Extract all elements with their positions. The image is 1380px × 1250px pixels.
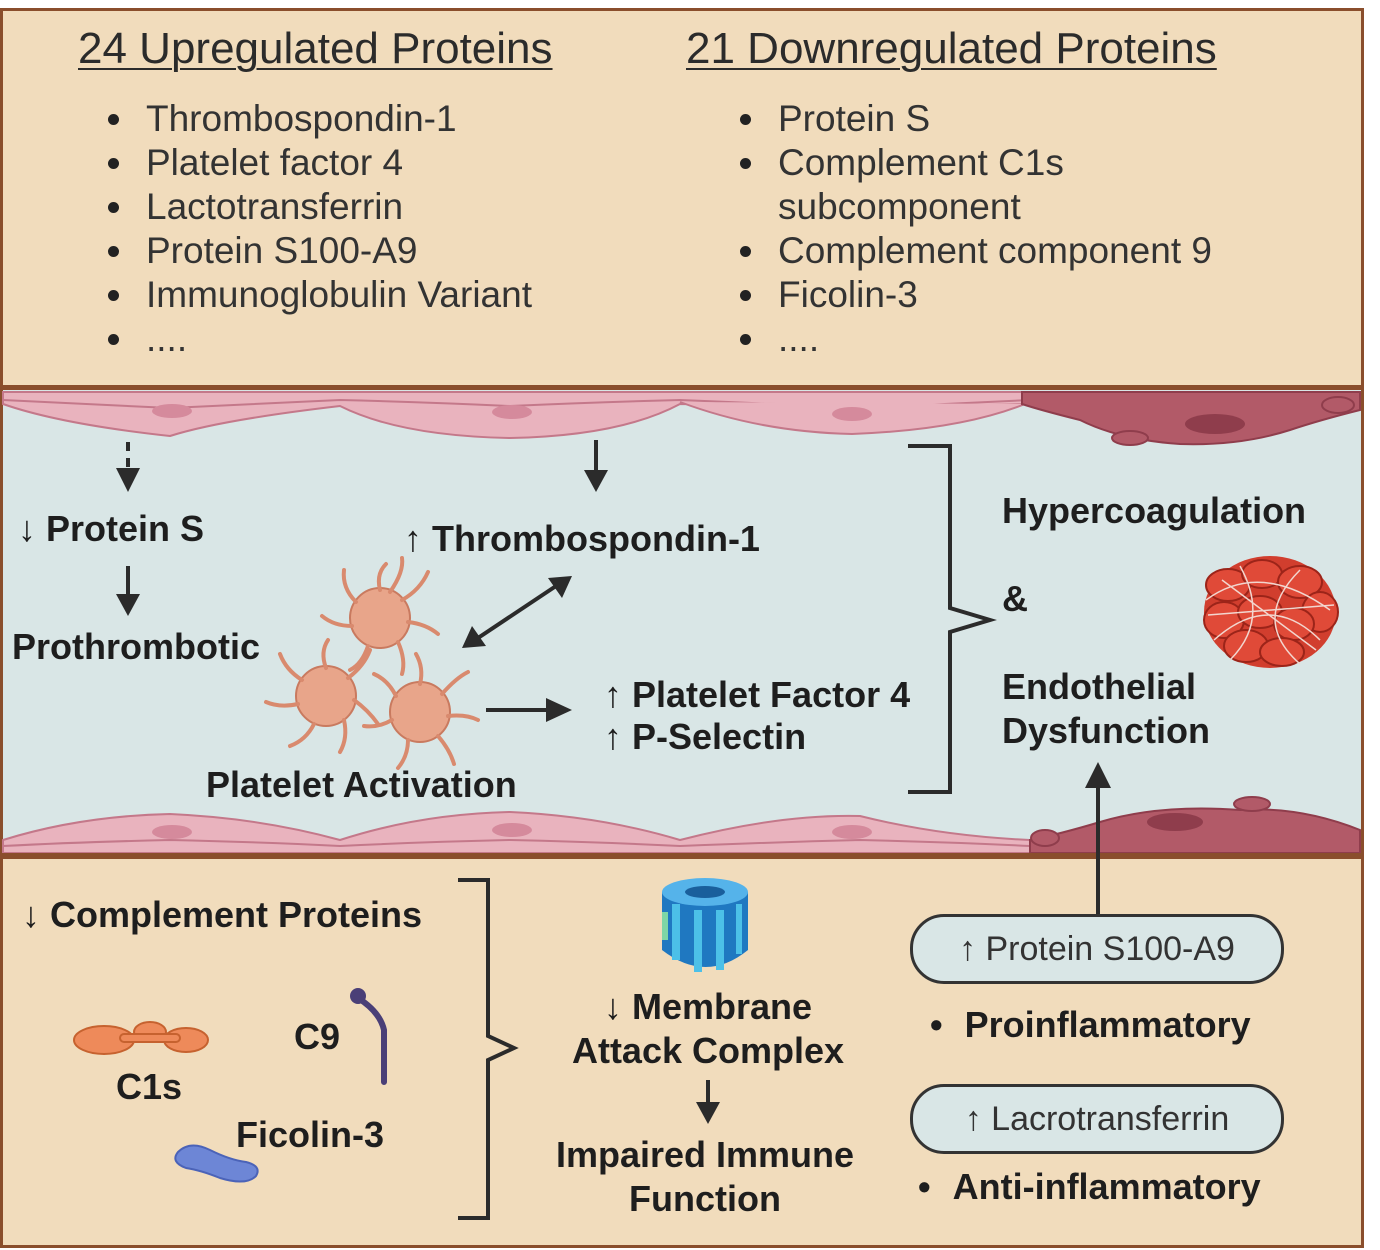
list-item: Platelet factor 4 <box>102 141 532 185</box>
protein-s100-a9-pill: ↑ Protein S100-A9 <box>910 914 1284 984</box>
c9-label: C9 <box>294 1016 341 1057</box>
list-item: Thrombospondin-1 <box>102 97 532 141</box>
list-item: Ficolin-3 <box>734 273 1212 317</box>
ampersand-label: & <box>1002 578 1028 619</box>
platelet-factor-4-label: ↑ Platelet Factor 4 <box>604 674 911 715</box>
downregulated-list: Protein S Complement C1s subcomponent Co… <box>734 97 1212 361</box>
list-item: Protein S <box>734 97 1212 141</box>
list-item: Complement C1s <box>734 141 1212 185</box>
vessel-wall-top <box>2 391 1361 446</box>
anti-inflammatory-label: Anti-inflammatory <box>952 1166 1261 1207</box>
ficolin-protein-icon <box>174 1144 259 1183</box>
hypercoagulation-label: Hypercoagulation <box>1002 490 1307 531</box>
up-arrow-icon <box>1085 762 1111 916</box>
dashed-arrow-icon <box>116 442 140 492</box>
ficolin-3-label: Ficolin-3 <box>236 1114 385 1155</box>
double-arrow-icon <box>462 576 572 648</box>
upregulated-heading: 24 Upregulated Proteins <box>78 24 553 73</box>
protein-lists-panel <box>0 8 1364 388</box>
bracket-icon <box>458 878 519 1220</box>
down-arrow-icon <box>584 440 608 492</box>
list-item: Complement component 9 <box>734 229 1212 273</box>
down-arrow-icon <box>696 1080 720 1124</box>
panel-divider <box>0 853 1364 858</box>
membrane-attack-complex-icon <box>662 878 748 972</box>
endothelial-label: Endothelial <box>1002 666 1197 707</box>
platelet-icon <box>264 556 480 770</box>
complement-proteins-heading: ↓ Complement Proteins <box>22 894 423 935</box>
function-label: Function <box>629 1178 781 1219</box>
impaired-immune-label: Impaired Immune <box>555 1134 855 1175</box>
c1s-protein-icon <box>73 1021 209 1055</box>
list-item: Protein S100-A9 <box>102 229 532 273</box>
upregulated-list: Thrombospondin-1 Platelet factor 4 Lacto… <box>102 97 532 361</box>
proinflammatory-bullet: Proinflammatory <box>930 1004 1251 1046</box>
dysfunction-label: Dysfunction <box>1002 710 1211 751</box>
blood-clot-icon <box>1203 556 1339 668</box>
list-item-continuation: subcomponent <box>734 185 1212 229</box>
anti-inflammatory-bullet: Anti-inflammatory <box>918 1166 1261 1208</box>
c9-protein-icon <box>350 988 387 1085</box>
list-item: .... <box>102 317 532 361</box>
vessel-wall-bottom <box>2 796 1361 854</box>
protein-s-label: ↓ Protein S <box>18 508 205 549</box>
bracket-icon <box>908 444 997 794</box>
thrombospondin-label: ↑ Thrombospondin-1 <box>404 518 760 559</box>
list-item: .... <box>734 317 1212 361</box>
platelet-activation-label: Platelet Activation <box>206 764 517 805</box>
attack-complex-label: Attack Complex <box>571 1030 845 1071</box>
list-item-continuation-text: subcomponent <box>778 186 1021 227</box>
right-arrow-icon <box>486 698 572 722</box>
down-arrow-icon <box>116 566 140 616</box>
blood-vessel-panel <box>0 388 1364 858</box>
membrane-label: ↓ Membrane <box>603 986 813 1027</box>
p-selectin-label: ↑ P-Selectin <box>604 716 807 757</box>
panel-divider <box>0 385 1364 390</box>
c1s-label: C1s <box>116 1066 183 1107</box>
prothrombotic-label: Prothrombotic <box>12 626 260 667</box>
lactotransferrin-pill: ↑ Lacrotransferrin <box>910 1084 1284 1154</box>
downregulated-heading: 21 Downregulated Proteins <box>686 24 1217 73</box>
list-item: Lactotransferrin <box>102 185 532 229</box>
proinflammatory-label: Proinflammatory <box>964 1004 1251 1045</box>
list-item: Immunoglobulin Variant <box>102 273 532 317</box>
